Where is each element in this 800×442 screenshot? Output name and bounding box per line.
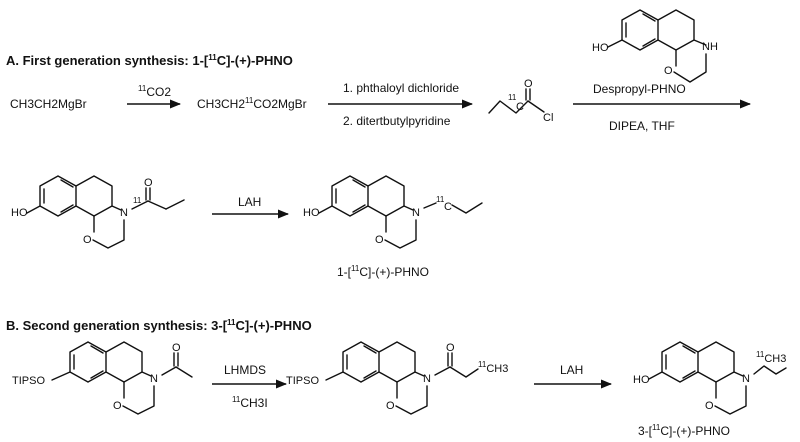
coupling-reagent: DIPEA, THF [609, 119, 675, 133]
svg-text:11: 11 [133, 196, 142, 205]
svg-text:HO: HO [303, 207, 320, 219]
amide-intermediate-structure: HO N O O 11 [11, 175, 185, 249]
svg-text:Cl: Cl [543, 112, 553, 124]
svg-text:O: O [664, 65, 673, 77]
svg-text:TIPSO: TIPSO [12, 375, 45, 387]
amine-name: Despropyl-PHNO [593, 82, 686, 96]
svg-text:11CH3: 11CH3 [478, 360, 508, 375]
svg-text:11: 11 [436, 195, 445, 204]
grignard-reagent: CH3CH2MgBr [10, 97, 87, 111]
co2-reagent: 11CO2 [138, 84, 171, 99]
svg-text:N: N [150, 373, 158, 385]
phno-3-structure: HO N O 11CH3 [633, 341, 787, 415]
svg-text:O: O [386, 400, 395, 412]
svg-text:O: O [113, 400, 122, 412]
svg-text:N: N [120, 207, 128, 219]
svg-text:11: 11 [508, 93, 517, 102]
svg-text:TIPSO: TIPSO [286, 375, 319, 387]
svg-text:N: N [423, 373, 431, 385]
methyl-iodide-reagent: 11CH3I [232, 395, 268, 410]
reagent-step1: 1. phthaloyl dichloride [343, 81, 459, 95]
svg-text:O: O [144, 177, 153, 189]
phno-1-structure: HO N O 11 C [303, 175, 483, 249]
svg-text:NH: NH [702, 41, 718, 53]
svg-text:O: O [524, 78, 533, 90]
section-b-title: B. Second generation synthesis: 3-[11C]-… [6, 318, 312, 333]
svg-text:O: O [705, 400, 714, 412]
svg-text:N: N [742, 373, 750, 385]
lhmds-reagent: LHMDS [224, 363, 266, 377]
lah-reagent-2: LAH [560, 363, 583, 377]
lah-reagent-1: LAH [238, 195, 261, 209]
svg-text:HO: HO [633, 374, 650, 386]
svg-text:O: O [375, 234, 384, 246]
svg-text:C: C [516, 101, 524, 113]
svg-text:N: N [412, 207, 420, 219]
svg-text:HO: HO [11, 207, 28, 219]
phno-1-label: 1-[11C]-(+)-PHNO [337, 264, 429, 279]
tips-butanamide-structure: TIPSO N O O 11CH3 [286, 341, 508, 415]
svg-text:O: O [83, 234, 92, 246]
svg-text:C: C [444, 201, 452, 213]
despropyl-phno-structure: HO NH O [592, 9, 718, 83]
svg-text:O: O [172, 342, 181, 354]
phno-3-label: 3-[11C]-(+)-PHNO [638, 423, 730, 438]
reagent-step2: 2. ditertbutylpyridine [343, 114, 451, 128]
section-a-title: A. First generation synthesis: 1-[11C]-(… [6, 53, 293, 68]
propionyl-chloride: O 11 C Cl [488, 78, 553, 124]
svg-text:11CH3: 11CH3 [756, 350, 786, 365]
carboxylate-product: CH3CH211CO2MgBr [197, 96, 307, 111]
tips-acetamide-structure: TIPSO N O O [12, 341, 193, 415]
svg-text:HO: HO [592, 42, 609, 54]
svg-text:O: O [446, 342, 455, 354]
